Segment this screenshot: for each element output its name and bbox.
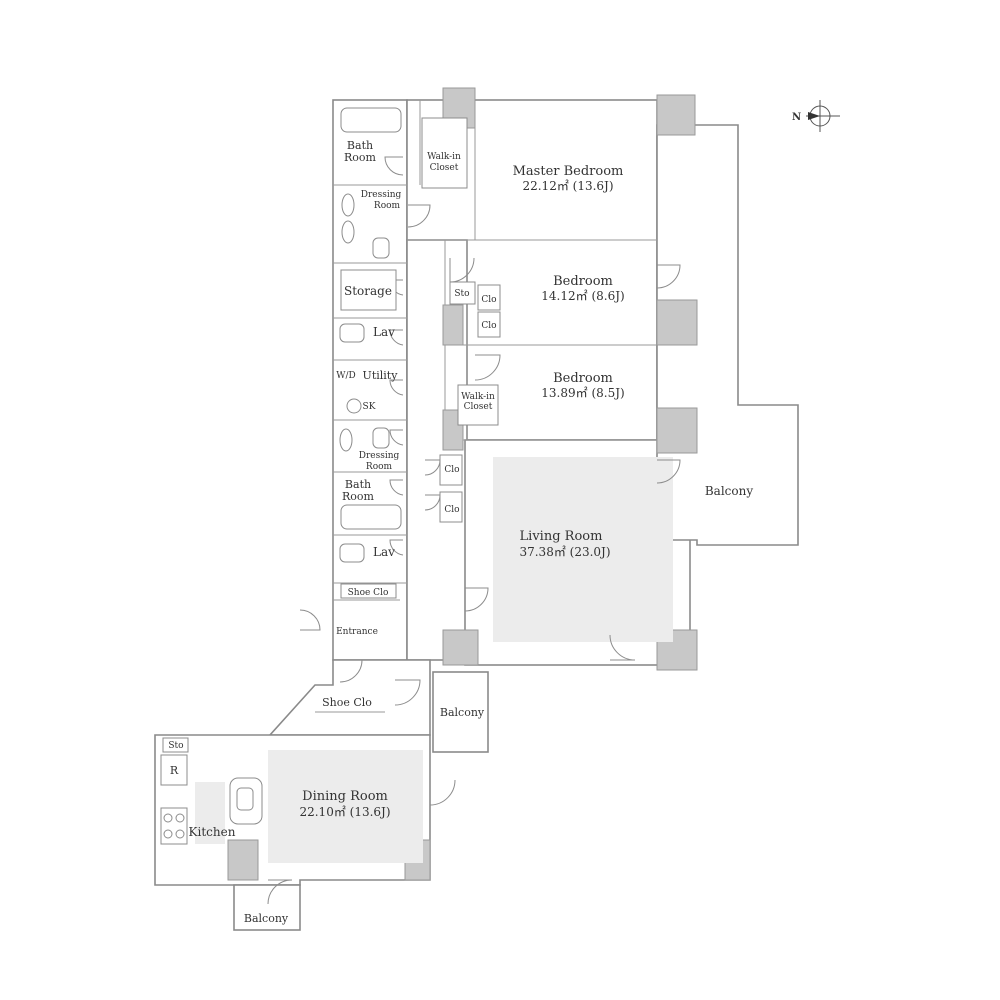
- shoe-clo-label: Shoe Clo: [322, 696, 372, 709]
- master-bedroom-area: 22.12㎡ (13.6J): [522, 179, 613, 193]
- bath-room-1-label-line2: Room: [344, 151, 377, 164]
- wd-label: W/D: [336, 371, 356, 381]
- clo-hall-box-1: [439, 454, 463, 486]
- dressing-room-2-label-line2: Room: [366, 462, 393, 472]
- walk-in-closet-1-label-line2: Closet: [430, 163, 459, 173]
- sk-label: SK: [363, 402, 376, 412]
- living-room-name: Living Room: [520, 529, 603, 544]
- sto-kitchen-label: Sto: [168, 741, 183, 751]
- dressing-room-2-label-line1: Dressing: [359, 451, 400, 461]
- master-bedroom-name: Master Bedroom: [513, 164, 624, 179]
- small-labels: Bath Room Dressing Room Walk-in Closet S…: [168, 139, 753, 925]
- lav-1-label: Lav: [373, 325, 395, 339]
- walk-in-closet-box: [457, 384, 499, 426]
- storage-box: [340, 269, 397, 311]
- toilet-3: [339, 543, 365, 563]
- dressing-room-1-label-line1: Dressing: [361, 190, 402, 200]
- clo-bedroom-box-2: [477, 311, 501, 338]
- compass-north-label: N: [792, 112, 801, 123]
- clo-hall-1-label: Clo: [444, 465, 459, 475]
- toilet-4: [372, 427, 390, 449]
- clo-bedroom-2-label: Clo: [481, 321, 496, 331]
- balcony-east-label: Balcony: [705, 484, 753, 498]
- entrance-label: Entrance: [336, 627, 378, 637]
- sto-kitchen-box: [162, 737, 189, 753]
- room-labels: Master Bedroom 22.12㎡ (13.6J) Bedroom 14…: [299, 164, 624, 819]
- shoe-clo-small-label: Shoe Clo: [348, 588, 389, 598]
- dining-room-name: Dining Room: [302, 789, 388, 804]
- toilet-1: [372, 237, 390, 259]
- bath-room-2-label-line2: Room: [342, 490, 375, 503]
- kitchen-sink: [236, 787, 254, 811]
- doors: [267, 156, 681, 905]
- fridge-label: R: [170, 764, 179, 777]
- bedroom-2-name: Bedroom: [553, 371, 613, 386]
- sto-bedroom-label: Sto: [454, 289, 469, 299]
- bath-room-2-label-line1: Bath: [345, 478, 371, 491]
- walk-in-closet-2-label-line2: Closet: [464, 402, 493, 412]
- toilet-2: [339, 323, 365, 343]
- shoe-clo-small-box: [340, 583, 397, 599]
- sto-bedroom-box: [449, 281, 476, 305]
- sink-1a: [341, 193, 355, 217]
- bathtub-2: [340, 504, 402, 530]
- compass: N: [792, 100, 840, 132]
- dressing-room-1-label-line2: Room: [374, 201, 401, 211]
- compass-needle-icon: [808, 112, 820, 120]
- balcony-south-label: Balcony: [244, 912, 289, 925]
- sink-1b: [341, 220, 355, 244]
- sink-2: [339, 428, 353, 452]
- walk-in-closet-1-box: [421, 117, 468, 189]
- utility-label: Utility: [363, 369, 399, 382]
- bathtub-1: [340, 107, 402, 133]
- clo-hall-box-2: [439, 491, 463, 523]
- walk-in-closet-2-label-line1: Walk-in: [461, 392, 495, 402]
- lav-2-label: Lav: [373, 545, 395, 559]
- clo-hall-2-label: Clo: [444, 505, 459, 515]
- storage-label: Storage: [344, 284, 392, 298]
- bedroom-1-area: 14.12㎡ (8.6J): [541, 289, 624, 303]
- dining-room-area: 22.10㎡ (13.6J): [299, 805, 390, 819]
- walk-in-closet-1-label-line1: Walk-in: [427, 152, 461, 162]
- bedroom-1-name: Bedroom: [553, 274, 613, 289]
- bath-room-1-label-line1: Bath: [347, 139, 373, 152]
- clo-bedroom-box-1: [477, 284, 501, 311]
- washer: [346, 398, 362, 414]
- clo-bedroom-1-label: Clo: [481, 295, 496, 305]
- fixtures: [160, 107, 501, 845]
- fridge-box: [160, 754, 188, 786]
- cooktop: [160, 807, 188, 845]
- bedroom-2-area: 13.89㎡ (8.5J): [541, 386, 624, 400]
- balcony-mid-label: Balcony: [440, 706, 485, 719]
- living-room-area: 37.38㎡ (23.0J): [519, 545, 610, 559]
- kitchen-label: Kitchen: [189, 825, 236, 839]
- shaded-areas: [195, 457, 673, 863]
